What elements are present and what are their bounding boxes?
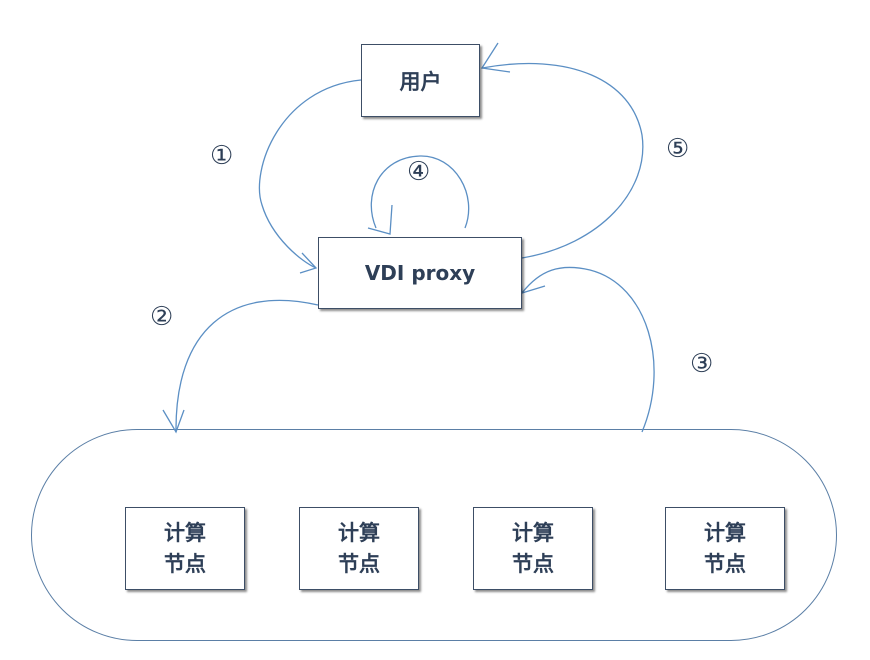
step-4-label: ④ [407, 157, 431, 187]
arrow-step-2-head [162, 409, 185, 434]
arrow-step-3-head [519, 267, 546, 294]
user-label: 用户 [399, 69, 442, 94]
compute-node-label-line2: 节点 [164, 551, 206, 576]
arrow-step-4-head [367, 204, 393, 235]
compute-node-label-line1: 计算 [704, 521, 746, 546]
step-3-label: ③ [690, 349, 714, 379]
user-box: 用户 [361, 44, 480, 117]
arrow-step-1-head [299, 252, 318, 274]
vdi-proxy-label: VDI proxy [364, 261, 476, 285]
arrow-step-1 [258, 79, 362, 269]
vdi-proxy-box: VDI proxy [318, 237, 522, 309]
compute-node-label-line2: 节点 [512, 551, 554, 576]
arrow-step-4 [370, 155, 470, 229]
compute-node-1: 计算 节点 [125, 507, 245, 590]
compute-node-label-line2: 节点 [338, 551, 380, 576]
step-2-label: ② [150, 302, 174, 332]
compute-node-4: 计算 节点 [665, 507, 785, 590]
arrow-step-2 [175, 299, 319, 433]
compute-node-2: 计算 节点 [299, 507, 419, 590]
step-1-label: ① [210, 141, 234, 171]
compute-node-label-line1: 计算 [512, 521, 554, 546]
compute-node-label-line2: 节点 [704, 551, 746, 576]
compute-node-label-line1: 计算 [164, 521, 206, 546]
arrow-step-3 [521, 266, 655, 433]
compute-cluster-container [31, 429, 837, 641]
arrow-step-5-head [480, 42, 511, 73]
arrow-step-5 [481, 62, 644, 259]
compute-node-label-line1: 计算 [338, 521, 380, 546]
step-5-label: ⑤ [666, 134, 690, 164]
compute-node-3: 计算 节点 [473, 507, 593, 590]
